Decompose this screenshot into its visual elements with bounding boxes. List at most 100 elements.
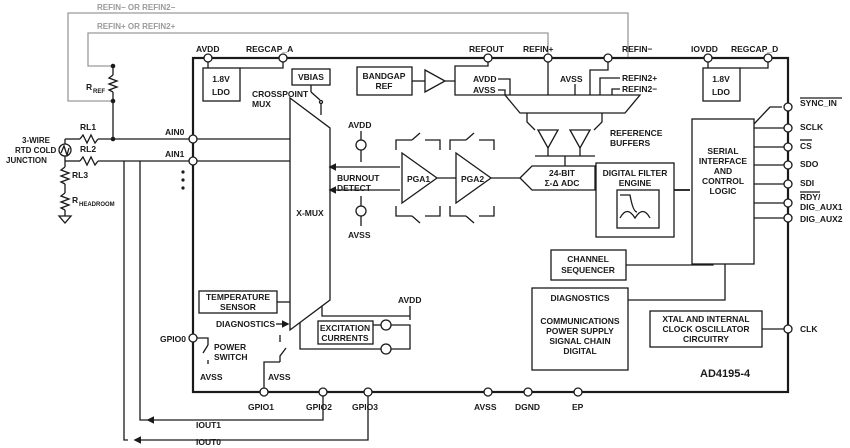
signal-path: AVDD AVSS BURNOUT DETECT PGA1 PGA2 <box>328 120 596 240</box>
refout-pin-label: REFOUT <box>469 44 505 54</box>
top-pins: AVDD REGCAP_A REFOUT REFIN+ REFIN− IOVDD… <box>196 44 778 63</box>
svg-text:RDY/: RDY/ <box>800 192 821 202</box>
svg-text:LOGIC: LOGIC <box>710 186 737 196</box>
svg-text:SWITCH: SWITCH <box>214 352 248 362</box>
svg-text:DIGITAL: DIGITAL <box>563 346 596 356</box>
svg-text:SEQUENCER: SEQUENCER <box>561 265 615 275</box>
svg-text:24-BIT: 24-BIT <box>549 168 576 178</box>
ldo-digital: 1.8V LDO <box>702 62 769 102</box>
svg-text:SERIAL: SERIAL <box>707 146 738 156</box>
refin-minus-top-label: REFIN− OR REFIN2− <box>97 3 176 12</box>
vbias-block: VBIAS CROSSPOINT MUX <box>252 68 331 115</box>
channel-sequencer: CHANNEL SEQUENCER <box>550 249 714 281</box>
svg-text:R: R <box>86 82 92 92</box>
svg-text:REF: REF <box>376 81 393 91</box>
svg-text:GPIO3: GPIO3 <box>352 402 378 412</box>
regcap-a-pin-label: REGCAP_A <box>246 44 293 54</box>
svg-text:CS: CS <box>800 141 812 151</box>
svg-text:POWER SUPPLY: POWER SUPPLY <box>546 326 614 336</box>
svg-text:EXCITATION: EXCITATION <box>320 323 370 333</box>
svg-text:DGND: DGND <box>515 402 540 412</box>
svg-text:REF: REF <box>93 89 105 95</box>
svg-text:INTERFACE: INTERFACE <box>699 156 748 166</box>
gpio0-power-switch: GPIO0 POWER SWITCH AVSS <box>160 333 248 382</box>
svg-text:SCLK: SCLK <box>800 122 824 132</box>
svg-text:AVSS: AVSS <box>268 372 291 382</box>
svg-text:SDO: SDO <box>800 159 819 169</box>
ain-pins: AIN0 AIN1 <box>165 127 290 166</box>
excitation-currents: EXCITATION CURRENTS AVDD <box>299 295 421 355</box>
bandgap-ref: BANDGAP REF <box>356 62 489 96</box>
svg-text:AVDD: AVDD <box>348 120 371 130</box>
svg-text:CURRENTS: CURRENTS <box>321 333 369 343</box>
svg-text:R: R <box>72 195 78 205</box>
svg-text:BANDGAP: BANDGAP <box>363 71 406 81</box>
svg-text:GPIO2: GPIO2 <box>306 402 332 412</box>
x-mux: X-MUX <box>289 96 331 332</box>
gpio1-switch: AVSS <box>263 335 291 388</box>
part-number: AD4195-4 <box>700 368 751 380</box>
svg-text:DIGITAL FILTER: DIGITAL FILTER <box>603 168 668 178</box>
svg-text:RTD COLD: RTD COLD <box>15 146 57 155</box>
temp-sensor: TEMPERATURE SENSOR DIAGNOSTICS <box>198 290 290 329</box>
svg-text:POWER: POWER <box>214 342 246 352</box>
svg-text:DIAGNOSTICS: DIAGNOSTICS <box>216 319 275 329</box>
diagnostics-block: DIAGNOSTICS COMMUNICATIONS POWER SUPPLY … <box>531 264 726 371</box>
svg-text:3-WIRE: 3-WIRE <box>22 136 51 145</box>
svg-text:SDI: SDI <box>800 178 814 188</box>
external-refin-wiring: REFIN− OR REFIN2− REFIN+ OR REFIN2+ <box>67 3 629 102</box>
svg-text:Σ-Δ ADC: Σ-Δ ADC <box>545 178 580 188</box>
svg-text:VBIAS: VBIAS <box>298 72 324 82</box>
svg-text:1.8V: 1.8V <box>212 74 230 84</box>
svg-text:LDO: LDO <box>712 87 730 97</box>
svg-text:PGA1: PGA1 <box>407 174 430 184</box>
svg-text:SIGNAL CHAIN: SIGNAL CHAIN <box>549 336 610 346</box>
svg-text:REFIN2+: REFIN2+ <box>622 73 657 83</box>
svg-text:1.8V: 1.8V <box>712 74 730 84</box>
svg-text:CONTROL: CONTROL <box>702 176 744 186</box>
svg-text:TEMPERATURE: TEMPERATURE <box>206 292 270 302</box>
svg-text:PGA2: PGA2 <box>461 174 484 184</box>
svg-text:BURNOUT: BURNOUT <box>337 173 380 183</box>
svg-text:IOUT1: IOUT1 <box>196 420 221 430</box>
svg-text:GPIO0: GPIO0 <box>160 334 186 344</box>
svg-text:AVSS: AVSS <box>348 230 371 240</box>
refin-plus-pin-label: REFIN+ <box>523 44 554 54</box>
avdd-pin-label: AVDD <box>196 44 219 54</box>
serial-interface: SERIAL INTERFACE AND CONTROL LOGIC <box>691 118 755 265</box>
svg-text:DIAGNOSTICS: DIAGNOSTICS <box>550 293 609 303</box>
svg-text:BUFFERS: BUFFERS <box>610 138 650 148</box>
ain0-pin-label: AIN0 <box>165 127 185 137</box>
svg-text:CHANNEL: CHANNEL <box>567 254 609 264</box>
refin-plus-top-label: REFIN+ OR REFIN2+ <box>97 22 176 31</box>
svg-text:CIRCUITRY: CIRCUITRY <box>683 334 729 344</box>
svg-text:AVDD: AVDD <box>398 295 421 305</box>
refin-minus-pin-label: REFIN− <box>622 44 653 54</box>
bottom-pins: GPIO1 GPIO2 GPIO3 AVSS DGND EP <box>248 387 584 412</box>
svg-text:IOUT0: IOUT0 <box>196 437 221 447</box>
svg-text:CLK: CLK <box>800 324 818 334</box>
svg-text:CROSSPOINT: CROSSPOINT <box>252 89 309 99</box>
svg-text:DIG_AUX1: DIG_AUX1 <box>800 202 843 212</box>
svg-text:SYNC_IN: SYNC_IN <box>800 98 837 108</box>
svg-text:SENSOR: SENSOR <box>220 302 256 312</box>
svg-text:CLOCK OSCILLATOR: CLOCK OSCILLATOR <box>662 324 749 334</box>
svg-text:AVSS: AVSS <box>560 74 583 84</box>
svg-text:AND: AND <box>714 166 732 176</box>
regcap-d-pin-label: REGCAP_D <box>731 44 778 54</box>
svg-text:XTAL AND INTERNAL: XTAL AND INTERNAL <box>662 314 749 324</box>
right-pins: SYNC_IN SCLK CS SDO SDI RDY/ DIG_AUX1 DI… <box>753 97 843 224</box>
xtal-block: XTAL AND INTERNAL CLOCK OSCILLATOR CIRCU… <box>649 310 818 348</box>
svg-text:DIG_AUX2: DIG_AUX2 <box>800 214 843 224</box>
svg-text:REFIN2−: REFIN2− <box>622 84 657 94</box>
svg-text:REFERENCE: REFERENCE <box>610 128 663 138</box>
svg-text:AVSS: AVSS <box>474 402 497 412</box>
svg-text:EP: EP <box>572 402 584 412</box>
ldo-analog: 1.8V LDO <box>202 62 284 102</box>
svg-text:RL1: RL1 <box>80 122 96 132</box>
svg-text:RL2: RL2 <box>80 144 96 154</box>
svg-text:JUNCTION: JUNCTION <box>6 156 47 165</box>
svg-text:MUX: MUX <box>252 99 271 109</box>
svg-text:HEADROOM: HEADROOM <box>79 202 115 208</box>
